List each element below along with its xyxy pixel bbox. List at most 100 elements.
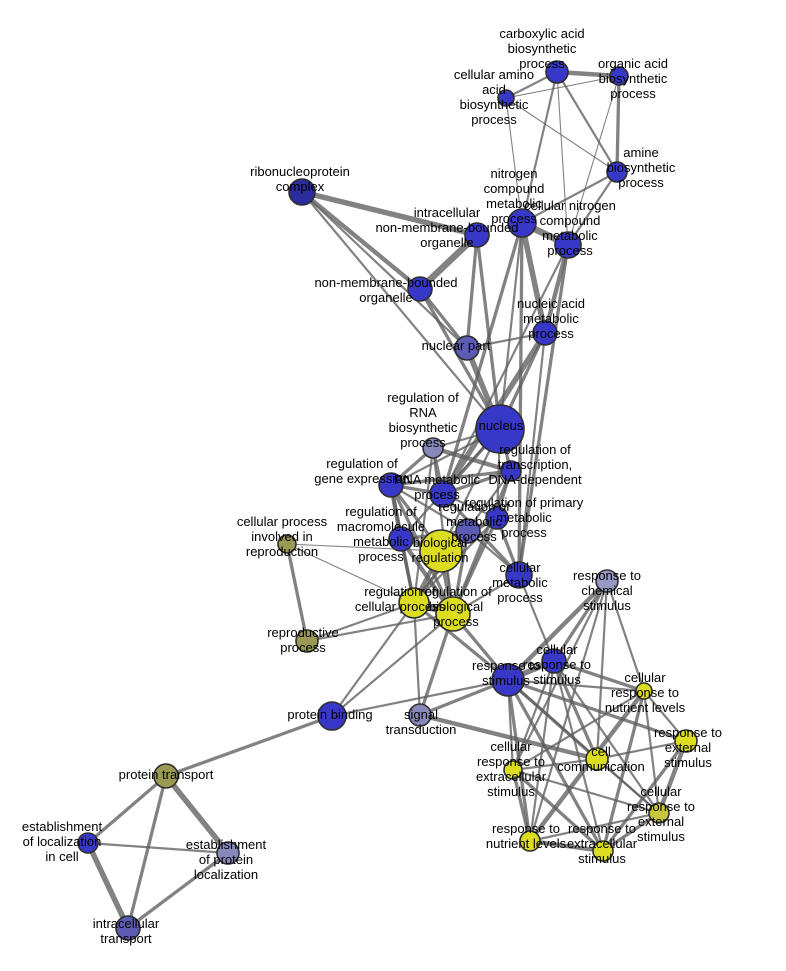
- edge-n36-n40: [601, 811, 661, 853]
- node-label-n27: response to: [523, 657, 591, 672]
- node-label-n07: compound: [540, 213, 601, 228]
- node-n40-response-to-extracellular-stimulus[interactable]: response to extracellular stimulus: [592, 840, 614, 862]
- node-label-n08: non-membrane-bounded: [375, 220, 518, 235]
- node-n39-response-to-nutrient-levels[interactable]: response to nutrient levels: [519, 830, 541, 852]
- node-n09-non-membrane-bounded-organelle[interactable]: non-membrane-bounded organelle: [407, 276, 433, 302]
- node-label-n18: process: [451, 529, 497, 544]
- node-n10-nucleic-acid-metabolic-process[interactable]: nucleic acid metabolic process: [532, 320, 558, 346]
- node-label-n04: amine: [623, 145, 658, 160]
- node-n12-nucleus[interactable]: nucleus: [475, 404, 525, 454]
- node-n31-signal-transduction[interactable]: signal transduction: [408, 703, 432, 727]
- node-n15-regulation-of-gene-expression[interactable]: regulation of gene expression: [378, 472, 404, 498]
- edge-n28-n30: [330, 678, 510, 718]
- node-n24-response-to-chemical-stimulus[interactable]: response to chemical stimulus: [595, 569, 619, 593]
- edge-n30-n35: [164, 714, 334, 778]
- node-label-n33: cell: [591, 744, 611, 759]
- node-n01-carboxylic-acid-biosynthetic-process[interactable]: carboxylic acid biosynthetic process: [545, 60, 569, 84]
- node-n34-cellular-response-to-extracellular-stimulus[interactable]: cellular response to extracellular stimu…: [503, 760, 523, 780]
- node-n33-cell-communication[interactable]: cell communication: [585, 747, 609, 771]
- node-label-n29: cellular: [624, 670, 666, 685]
- node-n21-cellular-metabolic-process[interactable]: cellular metabolic process: [505, 561, 533, 589]
- node-label-n34: stimulus: [487, 784, 535, 799]
- node-n25-cellular-process-involved-in-reproduction[interactable]: cellular process involved in reproductio…: [277, 534, 297, 554]
- node-n38-establishment-of-protein-localization[interactable]: establishment of protein localization: [216, 841, 240, 865]
- node-n14-regulation-of-transcription-dna-dependent[interactable]: regulation of transcription, DNA-depende…: [500, 460, 522, 482]
- node-n07-cellular-nitrogen-compound-metabolic-process[interactable]: cellular nitrogen compound metabolic pro…: [554, 231, 582, 259]
- node-n35-protein-transport[interactable]: protein transport: [153, 763, 179, 789]
- edge-n36-n39: [528, 811, 661, 843]
- node-label-n07: cellular nitrogen: [524, 198, 616, 213]
- node-n29-cellular-response-to-nutrient-levels[interactable]: cellular response to nutrient levels: [635, 682, 653, 700]
- node-n17-regulation-of-primary-metabolic-process[interactable]: regulation of primary metabolic process: [485, 506, 509, 530]
- node-label-n41: transport: [100, 931, 152, 946]
- edge-n13-n14: [430, 445, 514, 474]
- node-n26-reproductive-process[interactable]: reproductive process: [295, 629, 319, 653]
- node-label-n02: organic acid: [598, 56, 668, 71]
- node-label-n01: carboxylic acid: [499, 26, 584, 41]
- node-n36-cellular-response-to-external-stimulus[interactable]: cellular response to external stimulus: [648, 802, 670, 824]
- edge-n22-n25: [286, 543, 415, 604]
- edge-n22-n30: [330, 601, 416, 718]
- node-n32-response-to-external-stimulus[interactable]: response to external stimulus: [674, 729, 698, 753]
- edge-n01-n04: [555, 70, 619, 174]
- edge-n27-n39: [528, 659, 556, 843]
- node-label-n28: response to: [472, 658, 540, 673]
- node-label-n24: stimulus: [583, 598, 631, 613]
- node-label-n14: transcription,: [498, 457, 572, 472]
- edge-n10-n21: [517, 331, 547, 577]
- node-label-n23: biological: [429, 599, 483, 614]
- node-n27-cellular-response-to-stimulus[interactable]: cellular response to stimulus: [541, 648, 567, 674]
- node-label-n12: nucleus: [479, 418, 524, 433]
- node-label-n13: biosynthetic: [389, 420, 458, 435]
- node-label-n40: stimulus: [578, 851, 626, 866]
- node-n28-response-to-stimulus[interactable]: response to stimulus: [491, 663, 525, 697]
- node-label-n34: response to: [477, 754, 545, 769]
- node-label-n24: chemical: [581, 583, 632, 598]
- node-label-n15: gene expression: [314, 471, 409, 486]
- edge-n06-n21: [517, 221, 524, 577]
- node-label-n28: stimulus: [482, 673, 530, 688]
- node-label-n09: organelle: [359, 290, 413, 305]
- node-label-n36: external: [638, 814, 684, 829]
- node-label-n36: stimulus: [637, 829, 685, 844]
- node-n03-cellular-amino-acid-biosynthetic-process[interactable]: cellular amino acid biosynthetic process: [497, 89, 515, 107]
- node-n23-regulation-of-biological-process[interactable]: regulation of biological process: [435, 596, 471, 632]
- edge-n07-n16: [441, 243, 570, 496]
- node-label-n03: biosynthetic: [460, 97, 529, 112]
- node-n04-amine-biosynthetic-process[interactable]: amine biosynthetic process: [606, 161, 628, 183]
- edge-n27-n29: [552, 659, 646, 693]
- node-n18-regulation-of-metabolic-process[interactable]: regulation of metabolic process: [455, 518, 481, 544]
- node-n11-nuclear-part[interactable]: nuclear part: [454, 335, 480, 361]
- node-n02-organic-acid-biosynthetic-process[interactable]: organic acid biosynthetic process: [609, 66, 629, 86]
- edge-n23-n26: [305, 612, 455, 643]
- node-label-n10: nucleic acid: [517, 296, 585, 311]
- node-label-n07: metabolic: [542, 228, 598, 243]
- edge-n02-n04: [615, 74, 621, 174]
- edge-n09-n12: [418, 287, 502, 431]
- node-n41-intracellular-transport[interactable]: intracellular transport: [115, 915, 141, 941]
- node-n13-regulation-of-rna-biosynthetic-process[interactable]: regulation of RNA biosynthetic process: [422, 437, 444, 459]
- node-label-n07: process: [547, 243, 593, 258]
- node-label-n39: response to: [492, 821, 560, 836]
- node-n20-biological-regulation[interactable]: biological regulation: [419, 529, 463, 573]
- node-label-n06: metabolic: [486, 196, 542, 211]
- node-n08-intracellular-non-membrane-bounded-organelle[interactable]: intracellular non-membrane-bounded organ…: [464, 222, 490, 248]
- node-n22-regulation-of-cellular-process[interactable]: regulation of cellular process: [398, 587, 430, 619]
- node-label-n13: process: [400, 435, 446, 450]
- node-n06-nitrogen-compound-metabolic-process[interactable]: nitrogen compound metabolic process: [507, 208, 537, 238]
- edge-n01-n07: [556, 71, 569, 246]
- node-n30-protein-binding[interactable]: protein binding: [317, 701, 347, 731]
- node-n19-regulation-of-macromolecule-metabolic-process[interactable]: regulation of macromolecule metabolic pr…: [388, 526, 414, 552]
- node-label-n13: RNA: [409, 405, 437, 420]
- node-n05-ribonucleoprotein-complex[interactable]: ribonucleoprotein complex: [288, 178, 316, 206]
- node-n37-establishment-of-localization-in-cell[interactable]: establishment of localization in cell: [77, 832, 99, 854]
- node-label-n18: metabolic: [446, 514, 502, 529]
- edge-n23-n30: [330, 612, 455, 718]
- node-label-n03: acid: [482, 82, 506, 97]
- edge-n22-n26: [305, 601, 416, 643]
- edge-n38-n41: [126, 851, 230, 930]
- node-n16-rna-metabolic-process[interactable]: RNA metabolic process: [429, 480, 457, 508]
- edge-n06-n10: [519, 220, 548, 336]
